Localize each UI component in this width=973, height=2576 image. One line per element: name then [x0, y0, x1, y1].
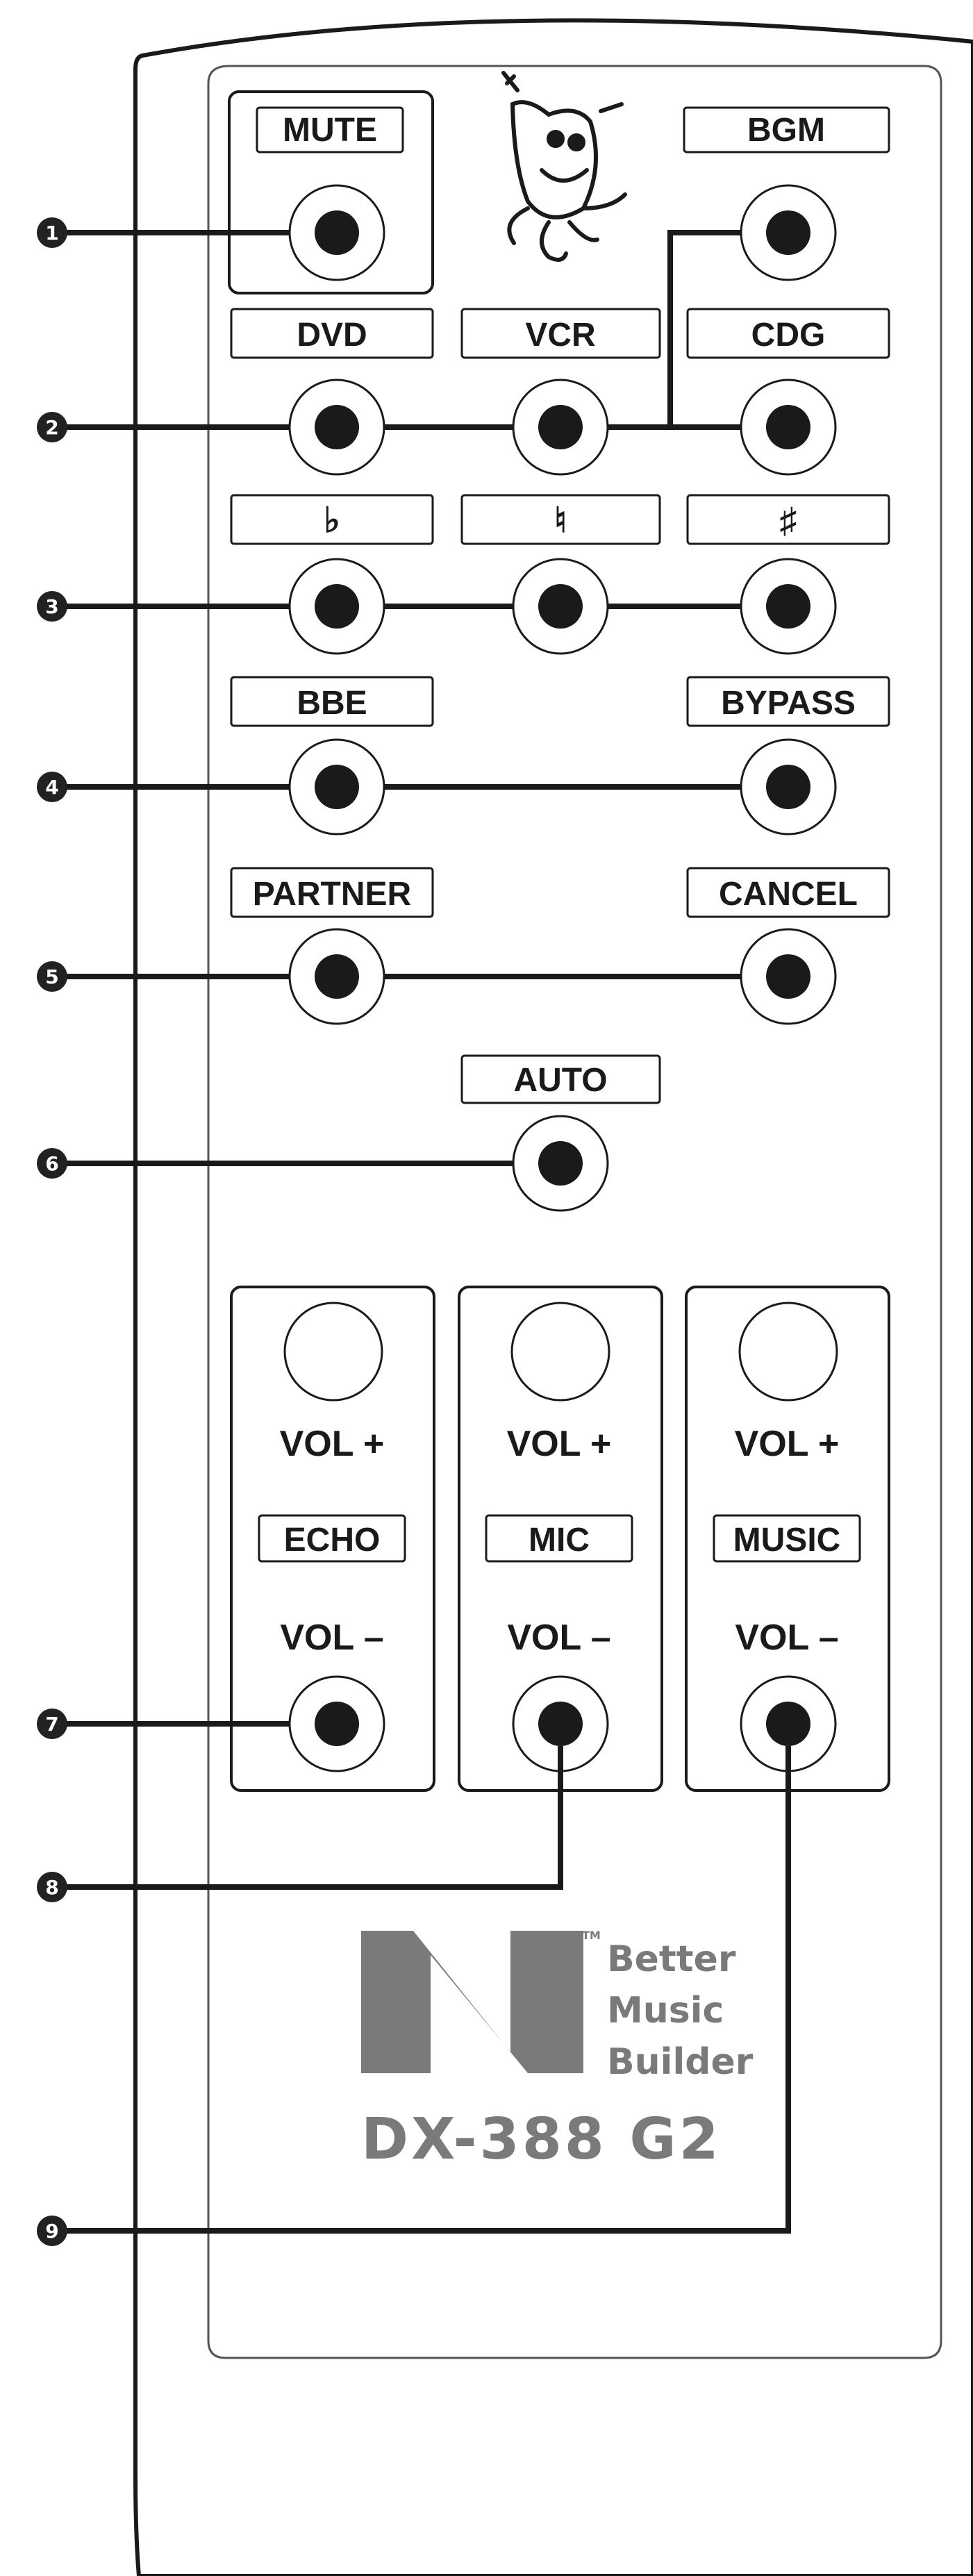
- flat-label: ♭: [324, 501, 340, 540]
- remote-body-outline: [133, 18, 973, 2576]
- cancel-label-box: [686, 867, 890, 918]
- remote-panel: [207, 65, 942, 2359]
- cdg-label-box: [686, 308, 890, 359]
- sharp-button[interactable]: [740, 558, 837, 655]
- music-vol-down-button[interactable]: [740, 1675, 837, 1772]
- callout-1: 1: [45, 222, 58, 244]
- natural-button[interactable]: [512, 558, 609, 655]
- partner-label: PARTNER: [253, 876, 411, 913]
- callout-3: 3: [45, 595, 58, 618]
- mic-volume-group: VOL + MIC VOL –: [458, 1286, 663, 1792]
- flat-label-box: [230, 494, 434, 545]
- bgm-label-box: [683, 106, 890, 153]
- echo-vol-down-label: VOL –: [280, 1618, 383, 1658]
- callout-4: 4: [45, 776, 58, 799]
- brand-logo: TM Better Music Builder DX-388 G2: [361, 1929, 754, 2172]
- echo-name-box: [258, 1514, 406, 1563]
- callout-5: 5: [45, 965, 58, 988]
- mute-button[interactable]: [288, 184, 385, 281]
- echo-vol-up-button[interactable]: [283, 1302, 383, 1402]
- dvd-button[interactable]: [288, 379, 385, 476]
- music-vol-up-button[interactable]: [738, 1302, 838, 1402]
- callout-9-circle: [37, 2216, 67, 2246]
- mute-label-box: [256, 106, 404, 153]
- callouts: 1 2 3 4 5 6 7 8 9: [37, 217, 67, 2246]
- vcr-label-box: [460, 308, 661, 359]
- auto-label: AUTO: [513, 1062, 607, 1099]
- mic-vol-up-button[interactable]: [510, 1302, 610, 1402]
- partner-button[interactable]: [288, 928, 385, 1025]
- brand-m-logo-icon: [361, 1931, 583, 2073]
- callout-1-circle: [37, 217, 67, 248]
- callout-4-circle: [37, 772, 67, 802]
- mic-vol-down-label: VOL –: [507, 1618, 610, 1658]
- mic-vol-down-button[interactable]: [512, 1675, 609, 1772]
- cancel-label: CANCEL: [719, 876, 858, 913]
- auto-label-box: [460, 1054, 661, 1104]
- cdg-button[interactable]: [740, 379, 837, 476]
- bypass-label-box: [686, 676, 890, 727]
- mic-vol-up-label: VOL +: [507, 1424, 612, 1464]
- dvd-label: DVD: [297, 317, 367, 354]
- vcr-button[interactable]: [512, 379, 609, 476]
- brand-line-1: Better: [607, 1938, 736, 1980]
- bypass-label: BYPASS: [721, 685, 856, 722]
- callout-7: 7: [45, 1713, 58, 1736]
- vcr-label: VCR: [525, 317, 595, 354]
- dvd-label-box: [230, 308, 434, 359]
- bgm-button[interactable]: [740, 184, 837, 281]
- bgm-label: BGM: [747, 112, 825, 149]
- callout-7-circle: [37, 1709, 67, 1739]
- callout-2: 2: [45, 416, 58, 439]
- mute-frame: [228, 90, 434, 294]
- callout-5-circle: [37, 961, 67, 992]
- echo-vol-up-label: VOL +: [280, 1424, 385, 1464]
- leader-overlay: [558, 1746, 791, 2231]
- cdg-label: CDG: [751, 317, 826, 354]
- callout-2-circle: [37, 412, 67, 442]
- natural-label-box: [460, 494, 661, 545]
- callout-8-circle: [37, 1872, 67, 1902]
- music-vol-down-label: VOL –: [735, 1618, 838, 1658]
- mute-label: MUTE: [283, 112, 377, 149]
- mic-name-box: [485, 1514, 633, 1563]
- music-volume-group: VOL + MUSIC VOL –: [685, 1286, 890, 1792]
- bbe-label-box: [230, 676, 434, 727]
- natural-label: ♮: [554, 501, 567, 540]
- echo-vol-down-button[interactable]: [288, 1675, 385, 1772]
- sharp-label-box: [686, 494, 890, 545]
- model-name: DX-388 G2: [361, 2106, 722, 2172]
- sharp-label: ♯: [780, 501, 797, 540]
- music-name-label: MUSIC: [733, 1522, 841, 1559]
- flat-button[interactable]: [288, 558, 385, 655]
- brand-line-2: Music: [607, 1990, 724, 2031]
- brand-trademark: TM: [582, 1929, 601, 1942]
- bypass-button[interactable]: [740, 738, 837, 836]
- callout-9: 9: [45, 2220, 58, 2243]
- partner-label-box: [230, 867, 434, 918]
- cancel-button[interactable]: [740, 928, 837, 1025]
- music-name-box: [713, 1514, 861, 1563]
- callout-6-circle: [37, 1148, 67, 1179]
- echo-frame: [230, 1286, 435, 1792]
- bbe-button[interactable]: [288, 738, 385, 836]
- callout-3-circle: [37, 591, 67, 622]
- callout-6: 6: [45, 1152, 58, 1175]
- bbe-label: BBE: [297, 685, 367, 722]
- music-vol-up-label: VOL +: [735, 1424, 840, 1464]
- cartoon-mascot-icon: [501, 71, 627, 262]
- brand-line-3: Builder: [607, 2041, 754, 2083]
- callout-8: 8: [45, 1876, 58, 1899]
- echo-volume-group: VOL + ECHO VOL –: [230, 1286, 435, 1792]
- mic-name-label: MIC: [529, 1522, 590, 1559]
- echo-name-label: ECHO: [284, 1522, 381, 1559]
- auto-button[interactable]: [512, 1115, 609, 1212]
